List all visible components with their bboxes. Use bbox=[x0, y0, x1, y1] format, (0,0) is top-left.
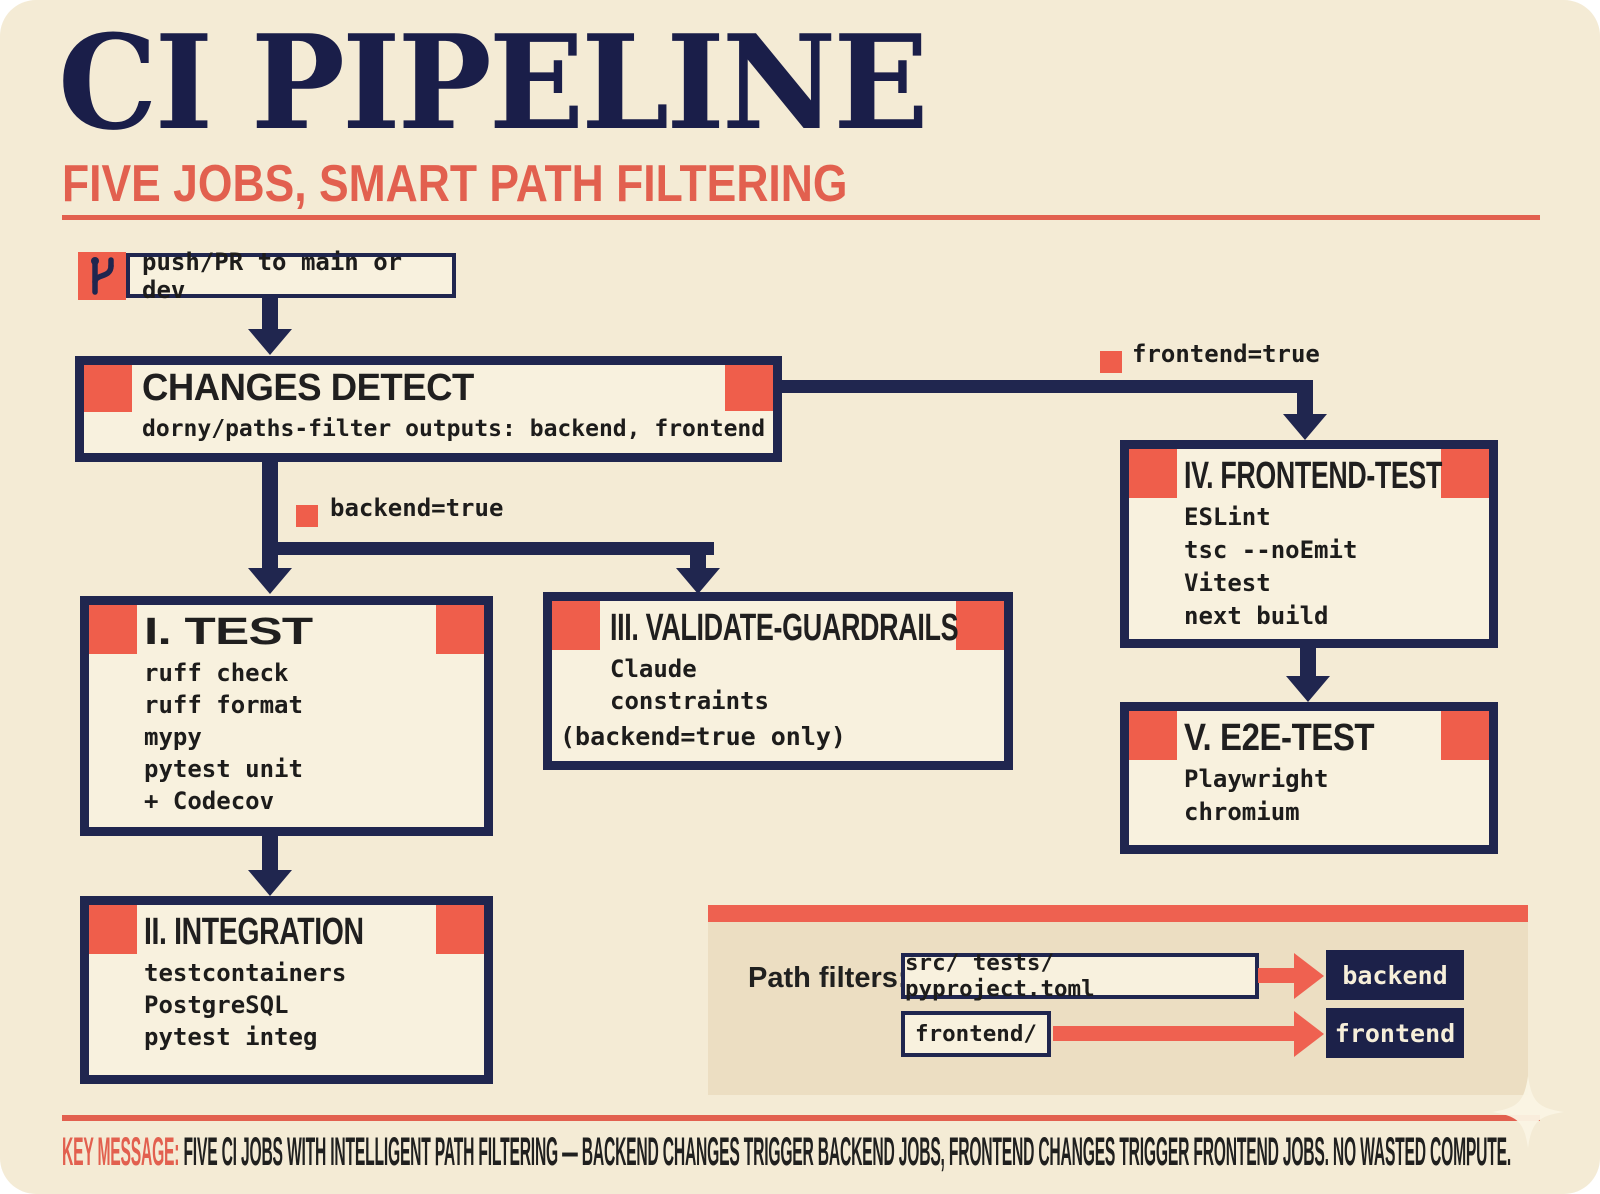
backend-edge-label: backend=true bbox=[330, 494, 504, 522]
edge-backend-horizontal bbox=[262, 542, 714, 555]
node-validate-guardrails: III. VALIDATE-GUARDRAILS Claude constrai… bbox=[543, 592, 1013, 770]
node-item: next build bbox=[1184, 602, 1329, 630]
start-node: push/PR to main or dev bbox=[126, 248, 456, 304]
edge-to-test-arrowhead bbox=[248, 568, 292, 594]
legend-output-backend: backend bbox=[1326, 950, 1464, 1000]
legend-label: Path filters: bbox=[748, 962, 908, 994]
node-item: chromium bbox=[1184, 798, 1300, 826]
node-item: ESLint bbox=[1184, 503, 1271, 531]
node-title: I. TEST bbox=[144, 611, 313, 653]
legend-arrow-frontend-head bbox=[1294, 1011, 1324, 1057]
node-item-list: Playwright chromium bbox=[1184, 763, 1329, 829]
arrow-frontend-e2e-head bbox=[1286, 676, 1330, 702]
page-subtitle: FIVE JOBS, SMART PATH FILTERING bbox=[62, 155, 848, 213]
node-item: tsc --noEmit bbox=[1184, 536, 1358, 564]
edge-to-guardrails-shaft bbox=[690, 542, 706, 570]
node-title: IV. FRONTEND-TEST bbox=[1184, 455, 1442, 497]
node-item: Vitest bbox=[1184, 569, 1271, 597]
arrow-test-integration-shaft bbox=[262, 834, 278, 872]
sparkle-icon bbox=[1492, 1076, 1564, 1148]
node-item-list: testcontainers PostgreSQL pytest integ bbox=[144, 957, 346, 1053]
node-item: pytest integ bbox=[144, 1023, 318, 1051]
legend-paths-backend: src/ tests/ pyproject.toml bbox=[901, 950, 1259, 1002]
backend-label-swatch bbox=[296, 505, 318, 527]
arrow-start-changes-shaft bbox=[262, 297, 278, 331]
start-label: push/PR to main or dev bbox=[142, 247, 403, 304]
node-e2e-test: V. E2E-TEST Playwright chromium bbox=[1120, 702, 1498, 854]
corner-accent bbox=[1441, 711, 1489, 760]
corner-accent bbox=[436, 605, 484, 654]
corner-accent bbox=[436, 905, 484, 954]
edge-frontend-horizontal bbox=[782, 380, 1313, 393]
legend-arrow-frontend-shaft bbox=[1053, 1026, 1298, 1041]
edge-frontend-arrowhead bbox=[1283, 414, 1327, 440]
frontend-label-swatch bbox=[1100, 351, 1122, 373]
corner-accent bbox=[89, 905, 137, 954]
node-item-list: ruff check ruff format mypy pytest unit … bbox=[144, 657, 303, 817]
node-test: I. TEST ruff check ruff format mypy pyte… bbox=[80, 596, 493, 836]
footer-divider bbox=[62, 1115, 1540, 1121]
frontend-edge-label: frontend=true bbox=[1132, 340, 1320, 368]
node-item: ruff format bbox=[144, 691, 303, 719]
node-subtitle: dorny/paths-filter outputs: backend, fro… bbox=[142, 416, 766, 442]
node-item-list: Claude constraints bbox=[610, 653, 769, 717]
legend-arrow-backend-shaft bbox=[1258, 968, 1298, 983]
arrow-start-changes-head bbox=[248, 329, 292, 355]
legend-arrow-backend-head bbox=[1294, 953, 1324, 999]
node-item: testcontainers bbox=[144, 959, 347, 987]
edge-to-guardrails-arrowhead bbox=[676, 568, 720, 594]
edge-frontend-vertical bbox=[1297, 380, 1313, 418]
corner-accent bbox=[84, 365, 132, 412]
node-note: (backend=true only) bbox=[560, 722, 846, 751]
corner-accent bbox=[552, 601, 600, 650]
node-item: ruff check bbox=[144, 659, 289, 687]
corner-accent bbox=[956, 601, 1004, 650]
node-item: + Codecov bbox=[144, 787, 275, 815]
legend-output-frontend: frontend bbox=[1326, 1008, 1464, 1058]
page-title: CI PIPELINE bbox=[58, 6, 929, 159]
arrow-test-integration-head bbox=[248, 870, 292, 896]
node-title: II. INTEGRATION bbox=[144, 911, 364, 953]
corner-accent bbox=[725, 365, 773, 411]
node-item: constraints bbox=[610, 687, 769, 715]
node-title: CHANGES DETECT bbox=[142, 367, 474, 409]
header-divider bbox=[62, 215, 1540, 220]
corner-accent bbox=[1129, 449, 1177, 498]
node-item-list: ESLint tsc --noEmit Vitest next build bbox=[1184, 501, 1357, 633]
legend-header-bar bbox=[708, 905, 1528, 922]
legend-paths-text: src/ tests/ pyproject.toml bbox=[905, 950, 1095, 1002]
key-message-text: FIVE CI JOBS WITH INTELLIGENT PATH FILTE… bbox=[183, 1130, 1512, 1174]
key-message-prefix: KEY MESSAGE: bbox=[62, 1130, 180, 1174]
git-branch-icon bbox=[78, 252, 126, 300]
node-item: pytest unit bbox=[144, 755, 303, 783]
node-changes-detect: CHANGES DETECT dorny/paths-filter output… bbox=[75, 356, 782, 462]
node-item: Playwright bbox=[1184, 765, 1329, 793]
node-title: III. VALIDATE-GUARDRAILS bbox=[610, 607, 959, 649]
node-title: V. E2E-TEST bbox=[1184, 717, 1375, 759]
node-item: mypy bbox=[144, 723, 202, 751]
corner-accent bbox=[1441, 449, 1489, 498]
key-message: KEY MESSAGE: FIVE CI JOBS WITH INTELLIGE… bbox=[62, 1132, 1600, 1172]
edge-to-test-shaft bbox=[262, 542, 278, 570]
node-integration: II. INTEGRATION testcontainers PostgreSQ… bbox=[80, 896, 493, 1084]
arrow-frontend-e2e-shaft bbox=[1300, 646, 1316, 678]
corner-accent bbox=[89, 605, 137, 654]
legend-paths-text: frontend/ bbox=[915, 1021, 1037, 1047]
git-branch-glyph bbox=[91, 257, 114, 295]
edge-backend-vertical bbox=[262, 460, 278, 555]
node-frontend-test: IV. FRONTEND-TEST ESLint tsc --noEmit Vi… bbox=[1120, 440, 1498, 648]
corner-accent bbox=[1129, 711, 1177, 760]
node-item: Claude bbox=[610, 655, 697, 683]
node-item: PostgreSQL bbox=[144, 991, 289, 1019]
legend-paths-frontend: frontend/ bbox=[901, 1011, 1051, 1057]
